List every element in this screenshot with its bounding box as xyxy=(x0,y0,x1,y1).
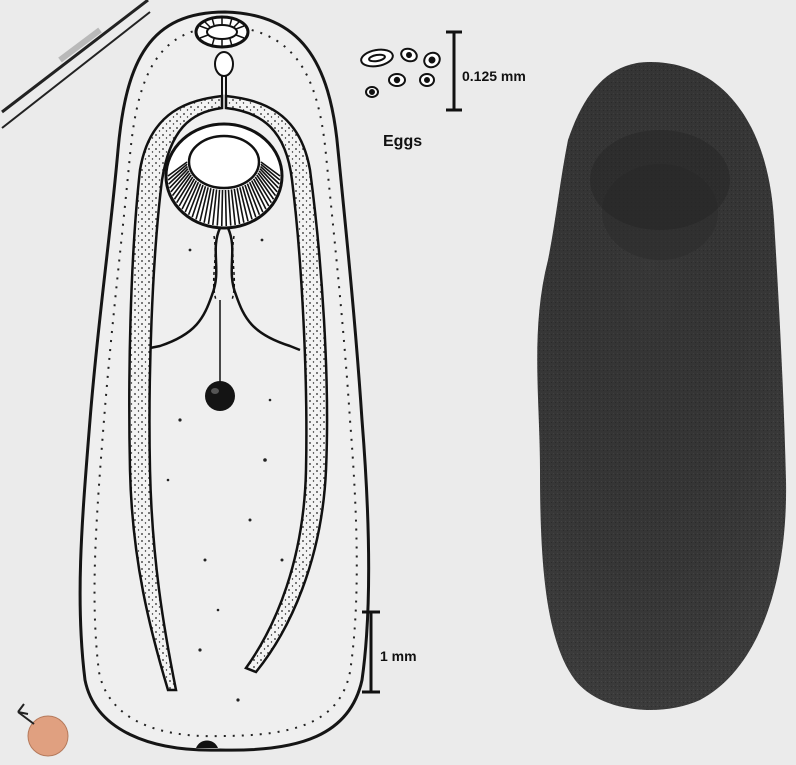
ventral-sucker xyxy=(166,124,282,228)
ovary xyxy=(205,381,235,411)
egg-scale-label: 0.125 mm xyxy=(462,68,526,84)
body-scale-label: 1 mm xyxy=(380,648,417,664)
oral-sucker xyxy=(196,17,248,47)
specimen-photo xyxy=(537,62,786,710)
egg-scale-bar xyxy=(446,32,462,110)
egg xyxy=(420,74,434,86)
egg xyxy=(422,50,443,70)
corner-marker xyxy=(18,704,68,756)
eggs-label: Eggs xyxy=(383,133,422,151)
eggs-illustration xyxy=(360,47,443,97)
egg xyxy=(360,47,394,68)
egg xyxy=(399,47,418,64)
worm-drawing xyxy=(80,12,369,750)
egg xyxy=(389,74,405,86)
egg xyxy=(366,87,378,97)
